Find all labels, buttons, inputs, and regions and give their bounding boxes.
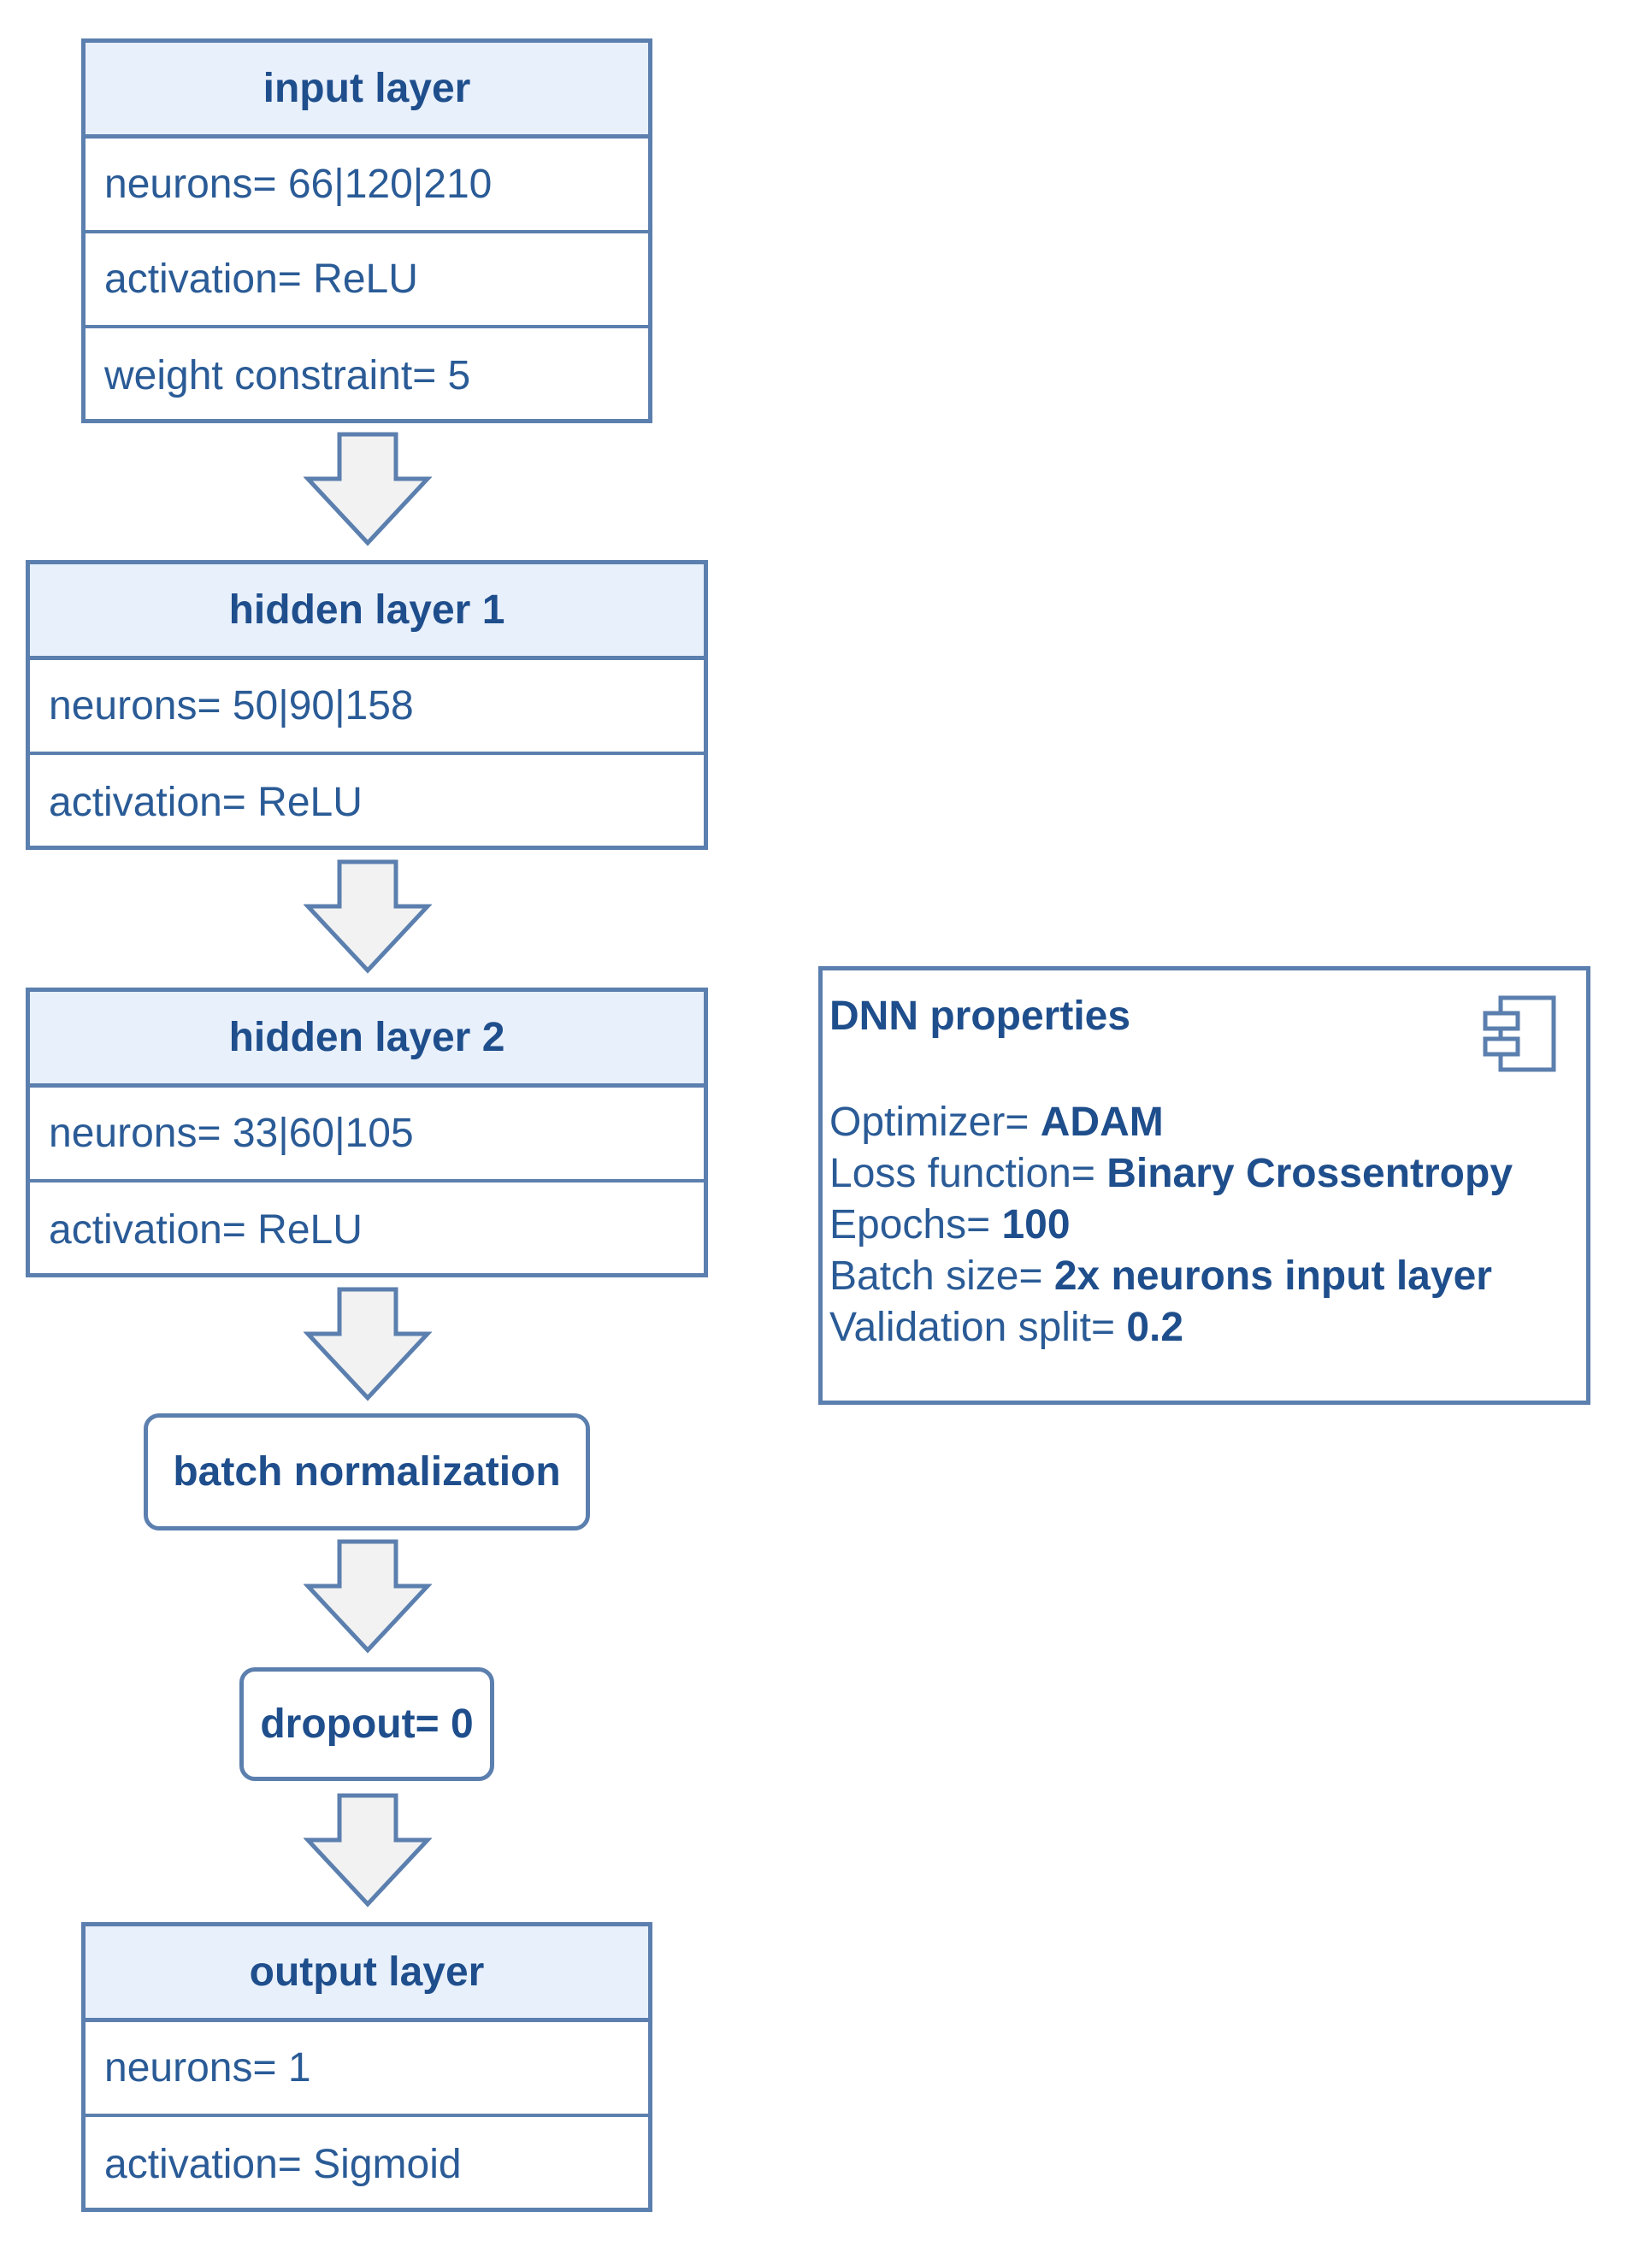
loss-function-key: Loss function= bbox=[829, 1151, 1107, 1196]
validation-split-key: Validation split= bbox=[829, 1305, 1127, 1350]
batch-normalization-box: batch normalization bbox=[144, 1413, 590, 1530]
epochs-key: Epochs= bbox=[829, 1202, 1002, 1247]
validation-split-value: 0.2 bbox=[1126, 1305, 1184, 1350]
output-layer-activation: activation= Sigmoid bbox=[104, 2142, 462, 2187]
input-layer-activation: activation= ReLU bbox=[86, 233, 648, 328]
input-layer-title: input layer bbox=[86, 43, 648, 139]
input-layer-box: input layer neurons= 66|120|210 activati… bbox=[81, 38, 652, 423]
down-arrow-1 bbox=[304, 432, 432, 546]
down-arrow-3 bbox=[304, 1287, 432, 1401]
batch-size-line: Batch size= 2x neurons input layer bbox=[829, 1253, 1492, 1300]
hidden-layer-2-box: hidden layer 2 neurons= 33|60|105 activa… bbox=[26, 988, 708, 1277]
batch-size-value: 2x neurons input layer bbox=[1053, 1253, 1492, 1299]
optimizer-value: ADAM bbox=[1040, 1100, 1164, 1145]
optimizer-key: Optimizer= bbox=[829, 1100, 1041, 1145]
down-arrow-5 bbox=[304, 1793, 432, 1908]
component-icon bbox=[1483, 995, 1556, 1072]
hidden-layer-1-neurons: neurons= 50|90|158 bbox=[30, 660, 704, 755]
loss-function-line: Loss function= Binary Crossentropy bbox=[829, 1150, 1513, 1197]
output-layer-title: output layer bbox=[86, 1926, 648, 2022]
loss-function-value: Binary Crossentropy bbox=[1106, 1151, 1513, 1196]
optimizer-line: Optimizer= ADAM bbox=[829, 1099, 1164, 1146]
hidden-layer-2-activation: activation= ReLU bbox=[49, 1207, 363, 1253]
epochs-line: Epochs= 100 bbox=[829, 1201, 1071, 1248]
hidden-layer-2-neurons: neurons= 33|60|105 bbox=[30, 1088, 704, 1182]
batch-size-key: Batch size= bbox=[829, 1253, 1054, 1299]
down-arrow-2 bbox=[304, 859, 432, 974]
epochs-value: 100 bbox=[1001, 1202, 1071, 1247]
validation-split-line: Validation split= 0.2 bbox=[829, 1304, 1183, 1351]
output-layer-neurons: neurons= 1 bbox=[86, 2022, 648, 2117]
output-layer-box: output layer neurons= 1 activation= Sigm… bbox=[81, 1922, 652, 2212]
hidden-layer-1-activation: activation= ReLU bbox=[49, 780, 363, 825]
dnn-properties-title: DNN properties bbox=[829, 994, 1131, 1039]
down-arrow-4 bbox=[304, 1539, 432, 1654]
dropout-box: dropout= 0 bbox=[239, 1667, 494, 1781]
input-layer-weight-constraint: weight constraint= 5 bbox=[104, 353, 471, 398]
hidden-layer-1-box: hidden layer 1 neurons= 50|90|158 activa… bbox=[26, 560, 708, 850]
hidden-layer-1-title: hidden layer 1 bbox=[30, 564, 704, 660]
input-layer-neurons: neurons= 66|120|210 bbox=[86, 139, 648, 233]
hidden-layer-2-title: hidden layer 2 bbox=[30, 992, 704, 1088]
dnn-properties-box: DNN properties Optimizer= ADAM Loss func… bbox=[818, 966, 1590, 1405]
